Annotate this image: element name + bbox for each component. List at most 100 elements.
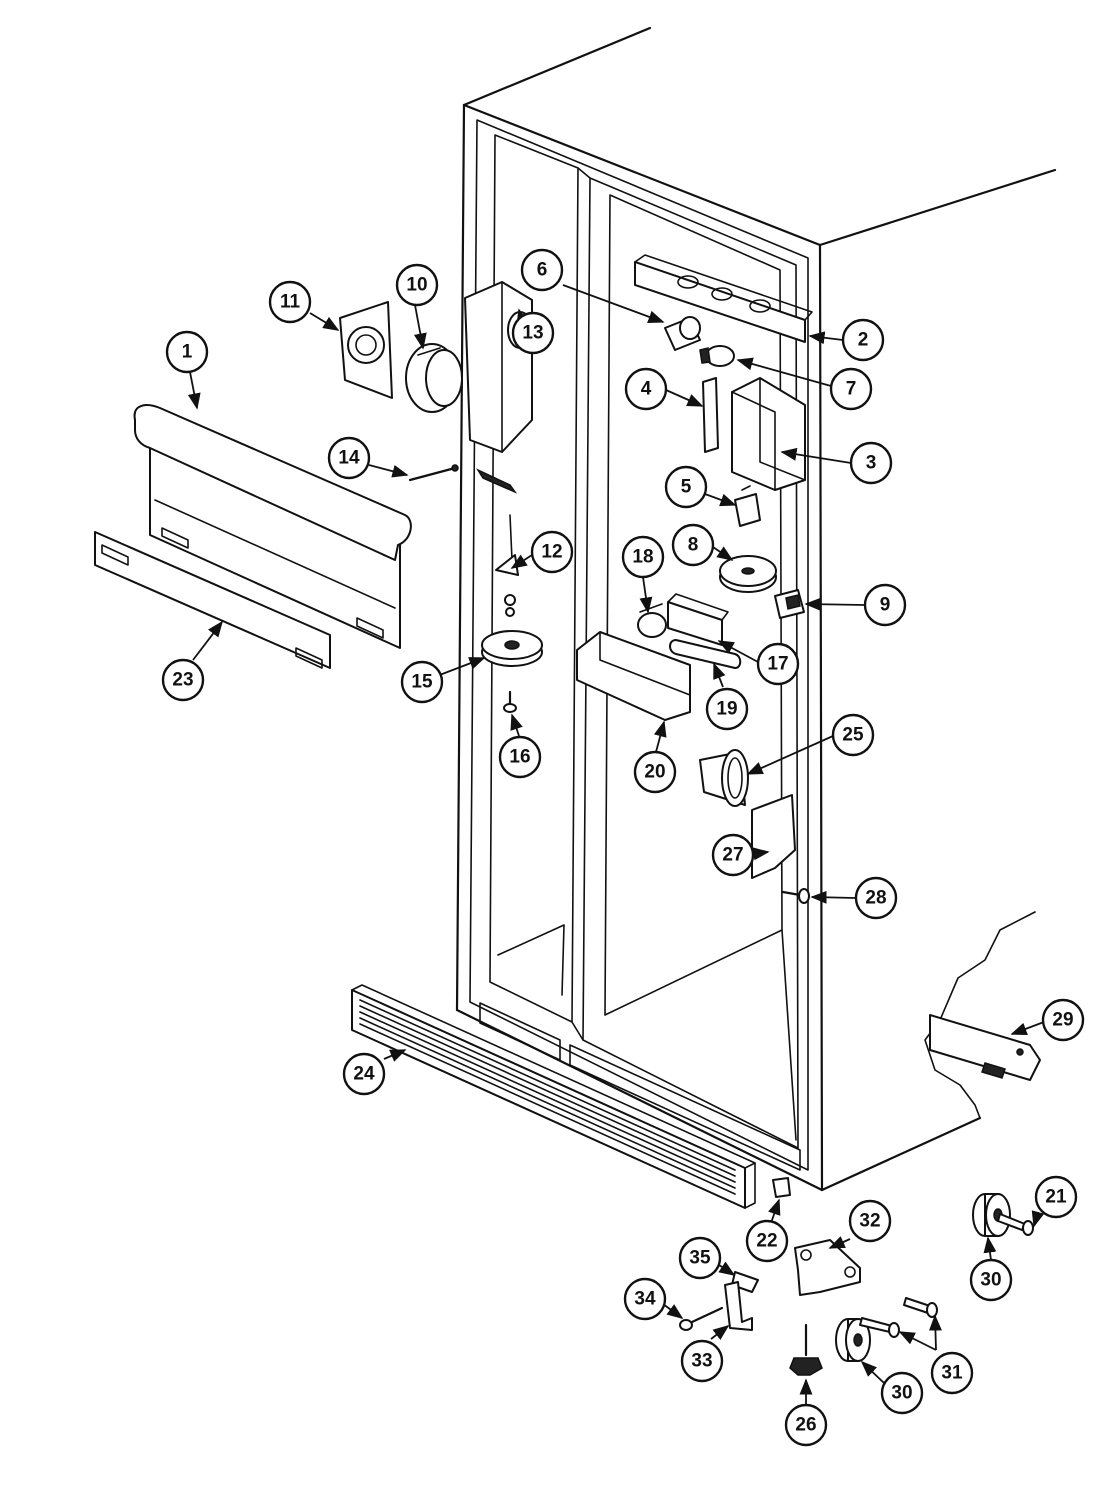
- callout-7: 7: [829, 367, 873, 411]
- svg-text:15: 15: [411, 672, 433, 693]
- callout-12: 12: [530, 530, 574, 574]
- callout-30-lower: 30: [880, 1371, 924, 1415]
- svg-text:23: 23: [172, 670, 193, 691]
- svg-text:10: 10: [406, 275, 427, 296]
- part-18-socket: [637, 603, 667, 638]
- callout-33: 33: [680, 1339, 724, 1383]
- callout-8: 8: [671, 523, 715, 567]
- part-21-axle: [997, 1213, 1034, 1236]
- part-23-trim-strip: [94, 531, 331, 669]
- part-24-kick-plate: [351, 984, 756, 1209]
- part-14-lever: [408, 464, 459, 482]
- svg-text:24: 24: [353, 1064, 375, 1085]
- svg-text:11: 11: [280, 292, 301, 313]
- svg-text:26: 26: [795, 1415, 816, 1436]
- svg-text:31: 31: [941, 1363, 963, 1384]
- part-33-bracket: [724, 1281, 753, 1331]
- callout-22: 22: [745, 1219, 789, 1263]
- callout-25: 25: [831, 713, 875, 757]
- svg-text:5: 5: [681, 477, 692, 498]
- svg-text:16: 16: [509, 747, 530, 768]
- callout-15: 15: [400, 660, 444, 704]
- callout-4: 4: [624, 367, 668, 411]
- callout-16: 16: [498, 735, 542, 779]
- callout-19: 19: [705, 687, 749, 731]
- svg-text:9: 9: [880, 595, 891, 616]
- callout-2: 2: [841, 318, 885, 362]
- svg-text:18: 18: [632, 547, 653, 568]
- svg-text:30: 30: [891, 1383, 912, 1404]
- part-25-grommet: [699, 749, 749, 807]
- part-1-dispenser-panel: [133, 404, 412, 649]
- part-4-switch: [702, 377, 719, 453]
- callout-26: 26: [784, 1403, 828, 1447]
- callout-18: 18: [621, 535, 665, 579]
- part-15-disc: [481, 630, 543, 667]
- svg-text:1: 1: [182, 342, 193, 363]
- part-7-bulb: [699, 345, 735, 367]
- part-30-roller-lower: [835, 1318, 871, 1362]
- part-16-screw: [503, 690, 517, 713]
- part-3-cover: [731, 377, 806, 491]
- svg-text:4: 4: [641, 379, 652, 400]
- callout-10: 10: [395, 263, 439, 307]
- callout-1: 1: [165, 330, 209, 374]
- svg-text:2: 2: [858, 330, 869, 351]
- svg-text:22: 22: [756, 1231, 777, 1252]
- part-9-button: [774, 589, 805, 619]
- part-31-axle: [859, 1297, 938, 1338]
- callout-30-upper: 30: [969, 1258, 1013, 1302]
- callout-32: 32: [848, 1199, 892, 1243]
- callout-13: 13: [511, 311, 555, 355]
- part-32-hinge: [794, 1239, 861, 1296]
- callout-11: 11: [268, 280, 312, 324]
- part-19-heater: [669, 639, 742, 669]
- callout-28: 28: [854, 876, 898, 920]
- svg-text:28: 28: [865, 888, 886, 909]
- part-27-bracket: [751, 794, 796, 879]
- callout-31: 31: [930, 1351, 974, 1395]
- callout-5: 5: [664, 465, 708, 509]
- callout-3: 3: [849, 441, 893, 485]
- callout-9: 9: [863, 583, 907, 627]
- svg-text:35: 35: [689, 1248, 711, 1269]
- svg-text:33: 33: [691, 1351, 712, 1372]
- svg-text:21: 21: [1045, 1187, 1067, 1208]
- callout-21: 21: [1034, 1175, 1078, 1219]
- callout-14: 14: [327, 436, 371, 480]
- svg-text:25: 25: [842, 725, 864, 746]
- svg-text:32: 32: [859, 1211, 880, 1232]
- part-28-screw: [781, 888, 810, 904]
- part-8-knob: [719, 555, 777, 593]
- callout-6: 6: [520, 248, 564, 292]
- svg-text:30: 30: [980, 1270, 1001, 1291]
- callout-17: 17: [756, 642, 800, 686]
- part-20-cover: [576, 631, 691, 721]
- part-34-screw: [679, 1306, 724, 1331]
- svg-text:12: 12: [541, 542, 562, 563]
- svg-text:19: 19: [716, 699, 737, 720]
- callout-27: 27: [711, 833, 755, 877]
- part-6-socket: [664, 316, 701, 351]
- svg-text:29: 29: [1052, 1010, 1073, 1031]
- svg-text:17: 17: [767, 654, 788, 675]
- svg-text:27: 27: [722, 845, 743, 866]
- part-26-leveling-leg: [789, 1323, 823, 1376]
- callout-23: 23: [161, 658, 205, 702]
- part-2-light-bracket: [634, 254, 813, 343]
- svg-text:8: 8: [688, 535, 699, 556]
- part-11-bracket: [339, 301, 393, 399]
- part-5-thermostat: [734, 485, 761, 527]
- callout-34: 34: [623, 1277, 667, 1321]
- svg-text:7: 7: [846, 379, 857, 400]
- leader-lines: [187, 284, 1045, 1405]
- svg-text:13: 13: [522, 323, 543, 344]
- machine-compartment-detail: [924, 911, 1041, 1119]
- svg-text:34: 34: [634, 1289, 656, 1310]
- callout-35: 35: [678, 1236, 722, 1280]
- callout-20: 20: [633, 750, 677, 794]
- cabinet: [455, 26, 1057, 1192]
- part-17-module: [667, 593, 729, 646]
- part-10-motor: [405, 343, 463, 413]
